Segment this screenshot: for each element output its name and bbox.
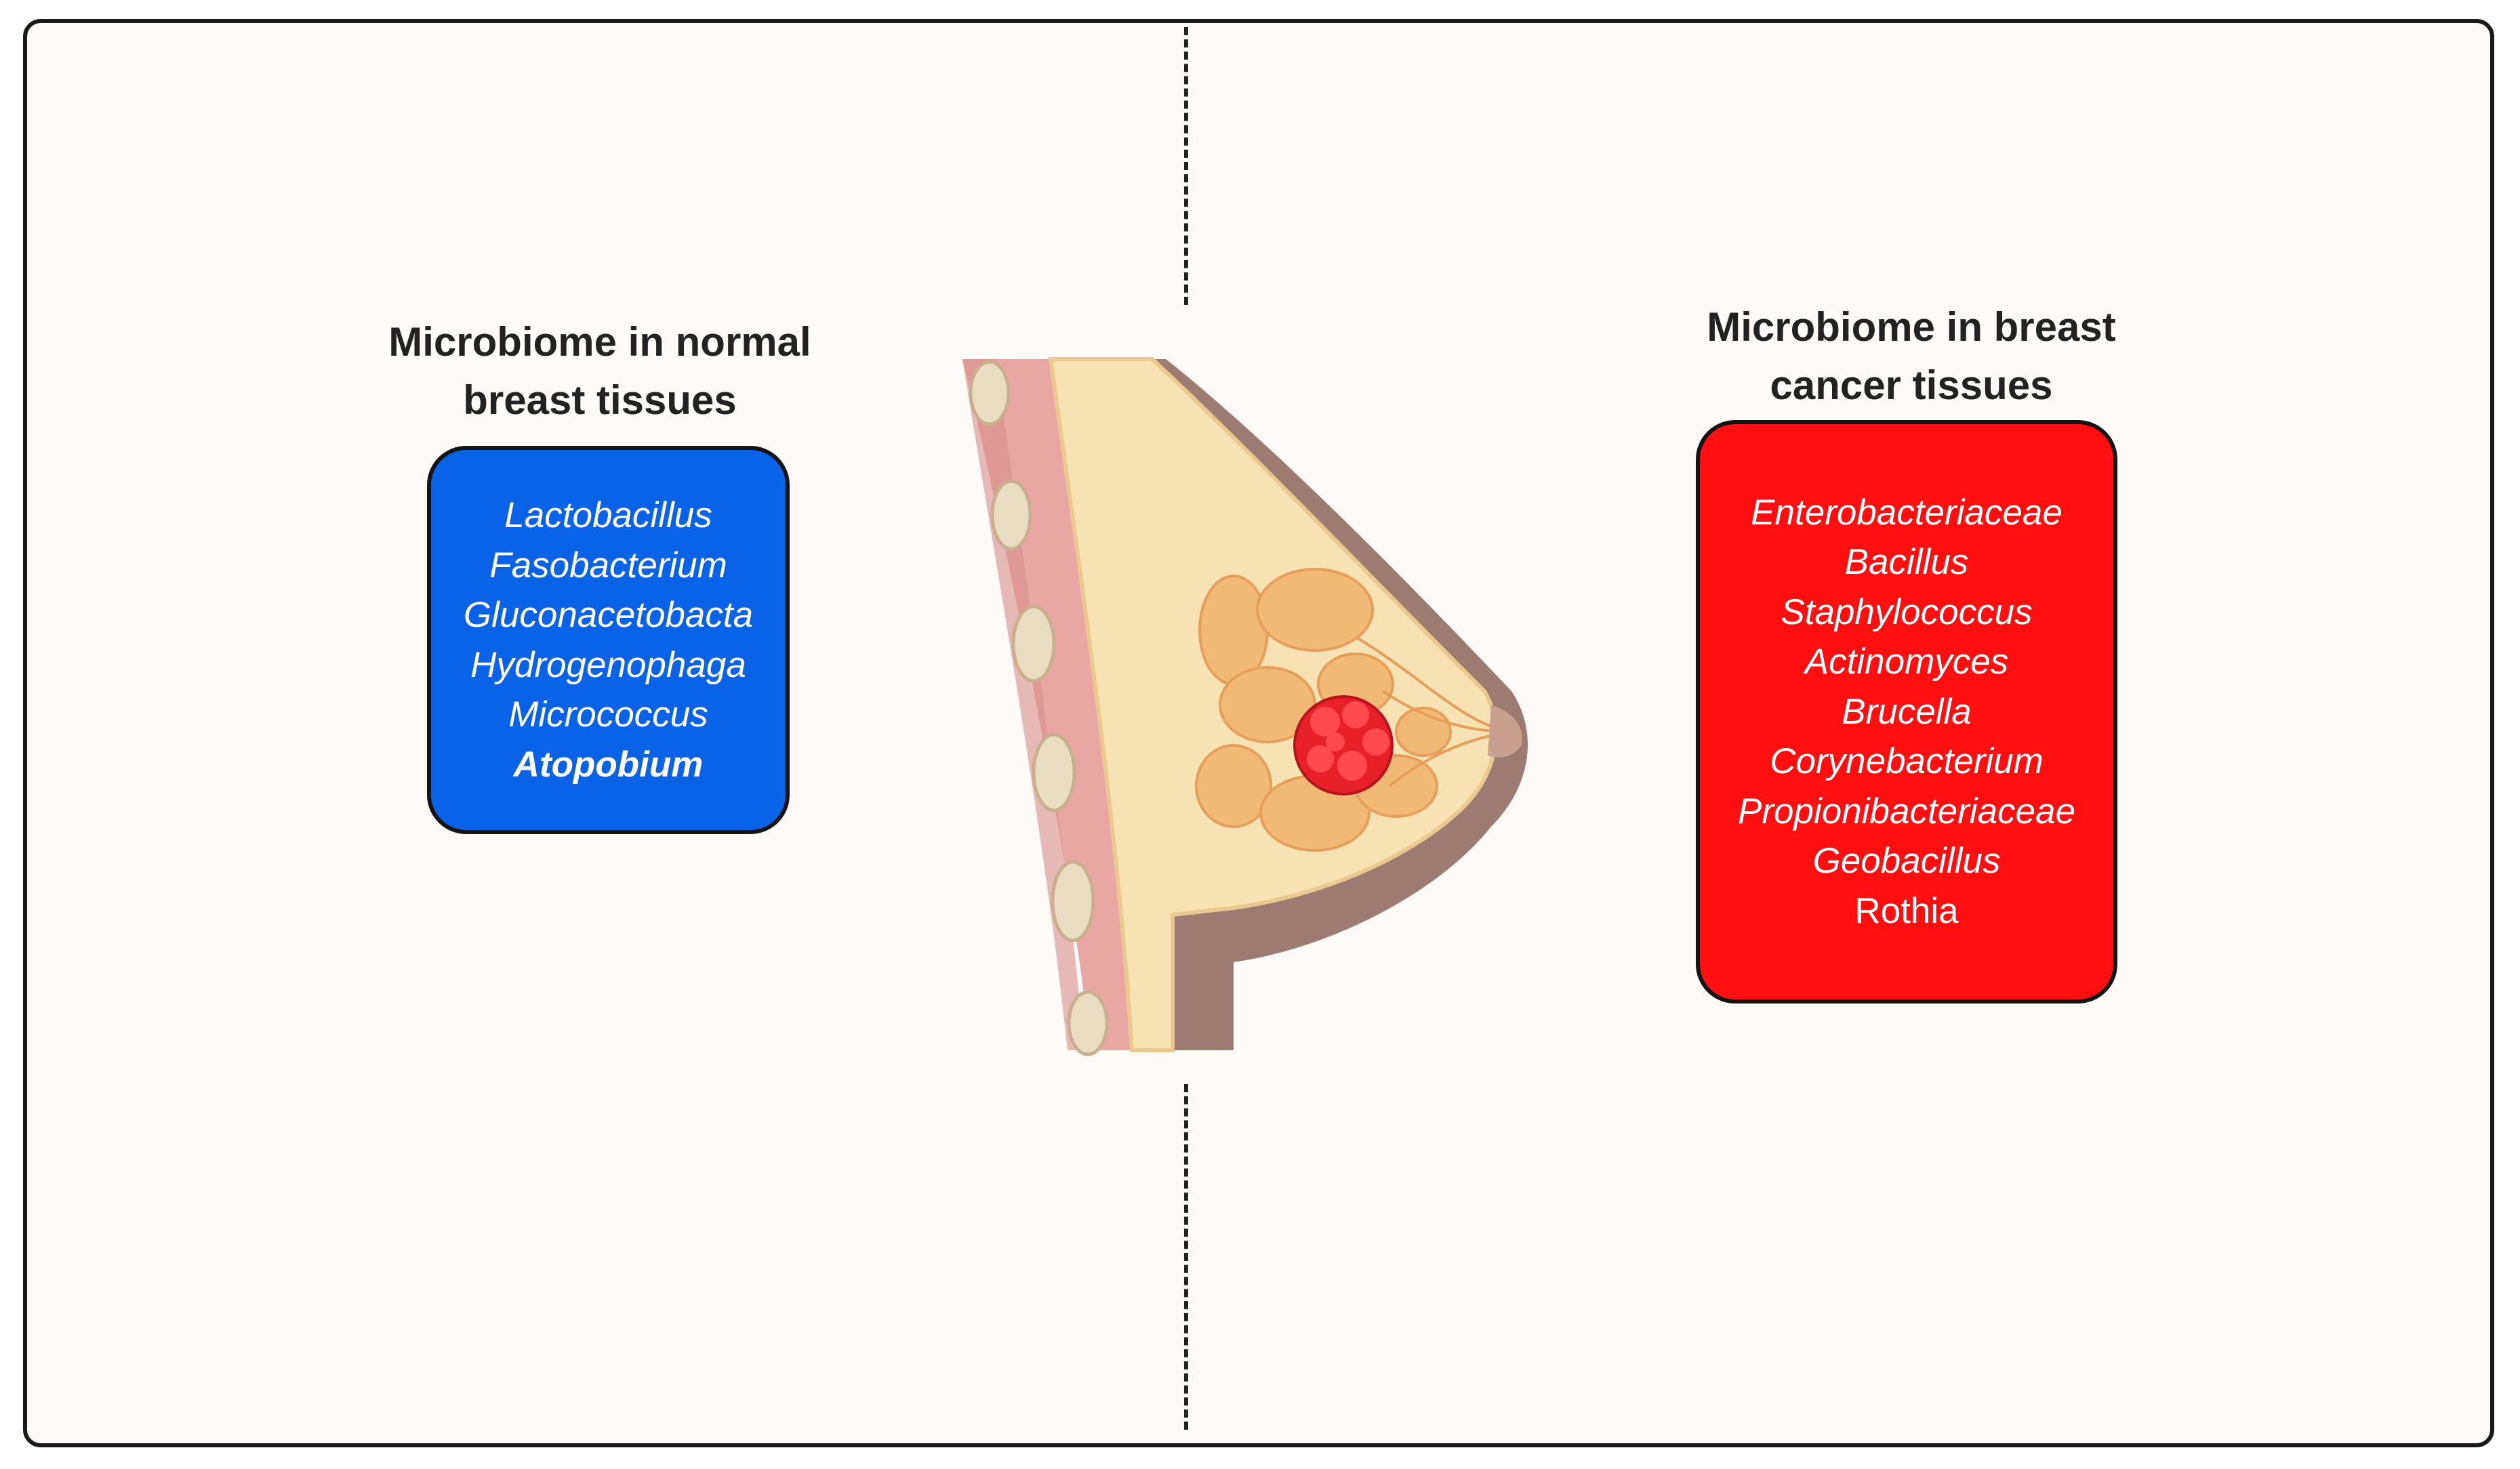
taxon-item: Fasobacterium	[489, 545, 727, 585]
taxon-item: Lactobacillus	[504, 495, 712, 535]
taxon-item: Corynebacterium	[1770, 741, 2044, 782]
center-divider-top	[1184, 27, 1188, 305]
normal-heading-line-2: breast tissues	[463, 377, 737, 423]
taxon-item: Enterobacteriaceae	[1751, 492, 2062, 533]
taxon-item: Staphylococcus	[1781, 592, 2033, 632]
cancer-heading-line-1: Microbiome in breast	[1707, 304, 2116, 350]
breast-tissue-with-tumor-icon	[962, 357, 1528, 1056]
normal-heading-line-1: Microbiome in normal	[388, 319, 811, 365]
cancer-tissue-heading: Microbiome in breast cancer tissues	[1620, 298, 2203, 415]
center-divider-bottom	[1184, 1084, 1188, 1430]
normal-tissue-heading: Microbiome in normal breast tissues	[319, 313, 881, 430]
taxon-item: Propionibacteriaceae	[1738, 791, 2075, 831]
taxon-item: Rothia	[1854, 890, 1959, 931]
normal-microbiome-box: Lactobacillus Fasobacterium Gluconacetob…	[427, 446, 790, 834]
taxon-item: Hydrogenophaga	[470, 644, 746, 685]
taxon-item: Bacillus	[1844, 542, 1969, 583]
taxon-item: Gluconacetobacta	[463, 595, 754, 635]
cancer-heading-line-2: cancer tissues	[1770, 363, 2053, 408]
taxon-item: Micrococcus	[508, 695, 708, 734]
cancer-microbiome-box: Enterobacteriaceae Bacillus Staphylococc…	[1696, 420, 2117, 1004]
taxon-item: Geobacillus	[1812, 841, 2001, 882]
taxon-item: Actinomyces	[1804, 642, 2009, 682]
taxon-item: Atopobium	[513, 744, 704, 785]
taxon-item: Brucella	[1842, 691, 1972, 732]
